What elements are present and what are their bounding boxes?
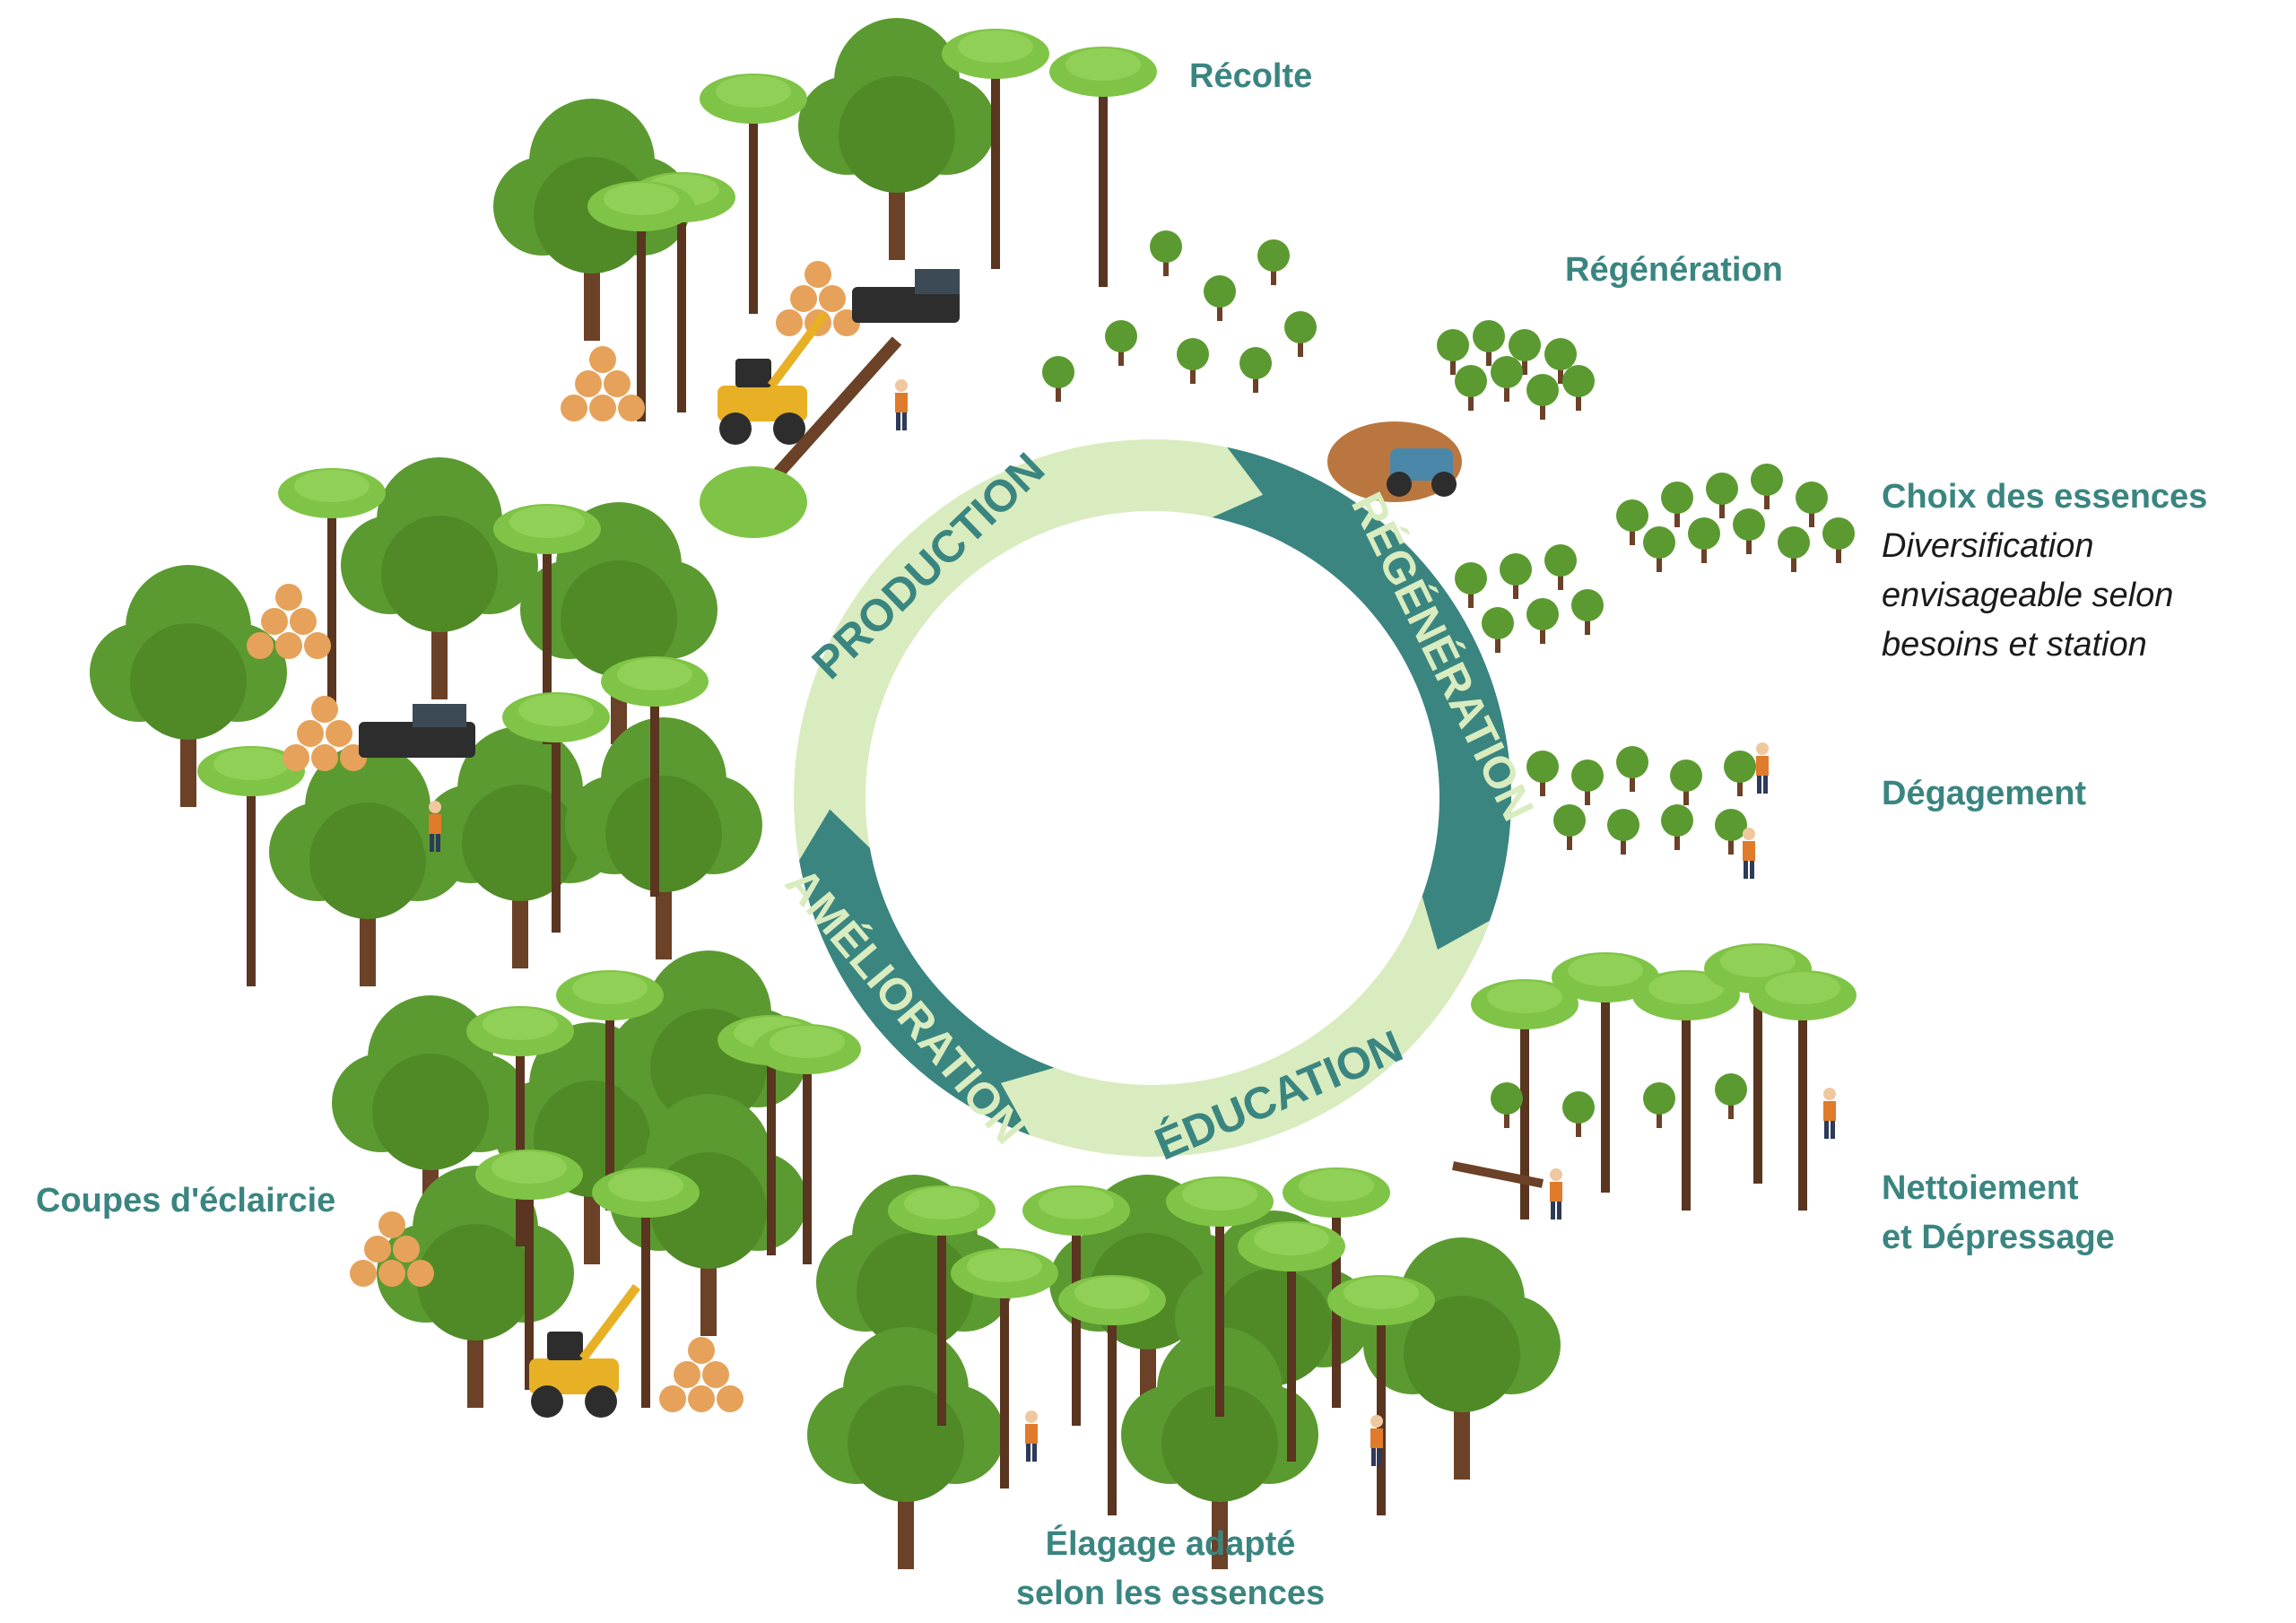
cycle-label-amelioration: AMÉLIORATION <box>776 858 1035 1153</box>
degagement-illustration <box>1526 742 1769 879</box>
elagage-line-2: selon les essences <box>1015 1575 1326 1613</box>
label-nettoiement: Nettoiement et Dépressage <box>1882 1164 2115 1263</box>
elagage-line-1: Élagage adapté <box>1045 1525 1296 1563</box>
label-degagement: Dégagement <box>1882 775 2087 812</box>
choix-sub-2: envisageable selon <box>1882 577 2174 615</box>
cycle-arrow-production <box>794 438 1290 891</box>
nettoiement-illustration <box>1452 943 1857 1219</box>
label-elagage: Élagage adapté selon les essences <box>960 1520 1381 1619</box>
nettoiement-line-2: et Dépressage <box>1882 1219 2115 1257</box>
choix-sub-1: Diversification <box>1882 527 2094 566</box>
production-illustration <box>90 457 762 986</box>
label-coupes-eclaircie: Coupes d'éclaircie <box>36 1182 336 1219</box>
recolte-illustration <box>493 18 1317 538</box>
label-choix-essences: Choix des essences Diversification envis… <box>1882 473 2207 670</box>
label-regeneration: Régénération <box>1565 251 1783 289</box>
label-recolte: Récolte <box>1189 57 1313 95</box>
nettoiement-line-1: Nettoiement <box>1882 1169 2079 1207</box>
coupes-eclaircie-illustration <box>332 950 861 1418</box>
regeneration-illustration <box>1327 320 1595 502</box>
cycle-label-production: PRODUCTION <box>803 443 1055 689</box>
choix-sub-3: besoins et station <box>1882 626 2147 664</box>
choix-essences-illustration <box>1455 464 1855 653</box>
cycle-arrow-regeneration <box>1212 447 1511 975</box>
cycle-arrow-amelioration <box>799 809 1055 1135</box>
elagage-illustration <box>807 1167 1561 1569</box>
cycle-arrow-education <box>976 896 1490 1157</box>
choix-title: Choix des essences <box>1882 478 2208 516</box>
